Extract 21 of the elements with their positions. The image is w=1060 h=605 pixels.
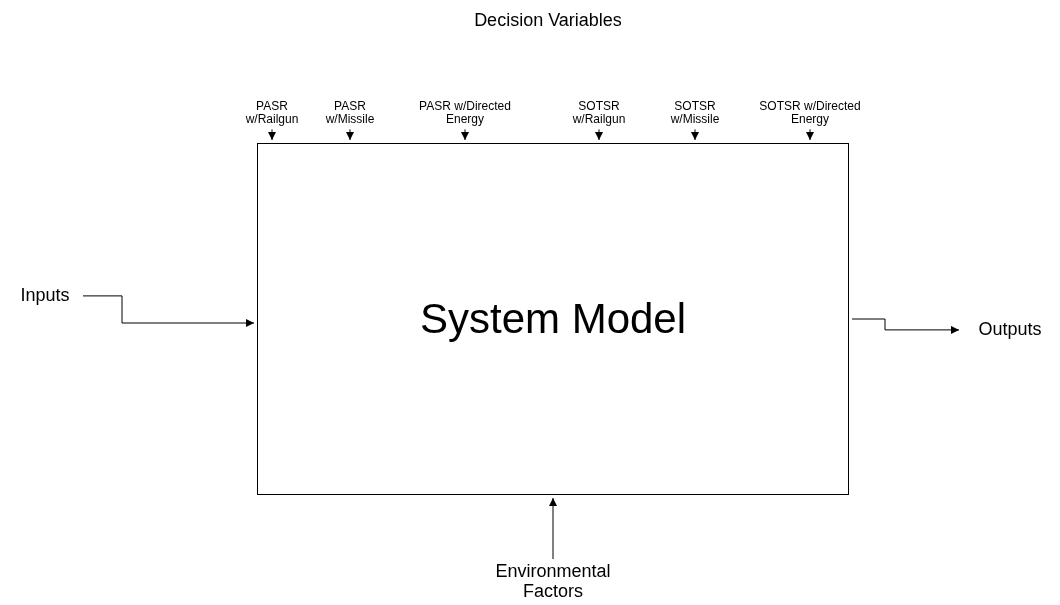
- box-title: System Model: [419, 295, 687, 343]
- node-label: Outputs: [962, 320, 1058, 340]
- node-label: SOTSR w/Railgun: [564, 100, 634, 127]
- arrow: [268, 128, 276, 141]
- arrow: [851, 318, 960, 334]
- arrow: [595, 128, 603, 141]
- system-box: [257, 143, 849, 495]
- arrow: [82, 295, 255, 327]
- heading-label: Decision Variables: [473, 10, 623, 32]
- node-label: PASR w/Directed Energy: [405, 100, 525, 127]
- node-label: PASR w/Railgun: [237, 100, 307, 127]
- arrow: [806, 128, 814, 141]
- arrow: [549, 497, 557, 560]
- node-label: Environmental Factors: [463, 562, 643, 602]
- node-label: PASR w/Missile: [315, 100, 385, 127]
- node-label: SOTSR w/Directed Energy: [750, 100, 870, 127]
- node-label: Inputs: [10, 286, 80, 306]
- arrow: [346, 128, 354, 141]
- arrow: [691, 128, 699, 141]
- node-label: SOTSR w/Missile: [660, 100, 730, 127]
- arrow: [461, 128, 469, 141]
